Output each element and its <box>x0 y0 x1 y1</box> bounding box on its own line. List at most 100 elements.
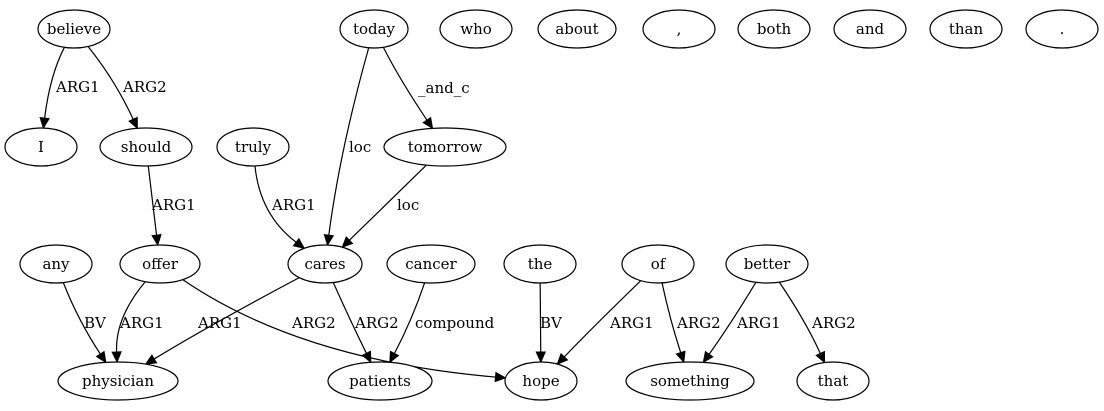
node-ellipse <box>339 9 409 49</box>
arrowhead <box>111 351 122 364</box>
node-physician: physician <box>57 361 179 401</box>
edge-label: ARG1 <box>609 314 654 332</box>
node-should: should <box>99 127 193 167</box>
node-ellipse <box>4 127 78 167</box>
node-ellipse <box>37 9 111 49</box>
arrowhead <box>128 116 138 130</box>
edge-label: _and_c <box>418 79 470 97</box>
node-ellipse <box>833 9 907 49</box>
edge-truly-cares: ARG1 <box>254 165 316 250</box>
node-label: than <box>949 20 984 38</box>
edge-of-something: ARG2 <box>661 282 721 364</box>
arrowhead <box>556 352 569 365</box>
arrowhead <box>702 350 714 364</box>
arrowhead <box>39 116 50 130</box>
edge-label: ARG1 <box>55 78 100 96</box>
node-label: , <box>677 20 682 38</box>
edge-cares-patients: ARG2 <box>332 282 399 364</box>
edge-label: ARG2 <box>291 314 336 332</box>
node-label: I <box>38 138 44 156</box>
edge-believe-I: ARG1 <box>39 47 100 130</box>
node-than: than <box>929 9 1003 49</box>
node-label: both <box>757 20 792 38</box>
node-ellipse <box>503 244 577 284</box>
node-label: cares <box>304 255 345 273</box>
node-label: should <box>121 138 172 156</box>
node-hope: hope <box>504 361 578 401</box>
edge-label: ARG2 <box>811 314 856 332</box>
node-better: better <box>725 244 809 284</box>
edge-label: loc <box>397 196 419 214</box>
node-label: believe <box>47 20 101 38</box>
edge-line <box>87 46 134 120</box>
arrowhead <box>95 350 107 364</box>
edge-the-hope: BV <box>535 282 563 364</box>
edge-label: ARG2 <box>354 314 399 332</box>
node-ellipse <box>386 244 476 284</box>
node-label: the <box>528 255 553 273</box>
node-period: . <box>1025 9 1099 49</box>
node-both: both <box>737 9 811 49</box>
edge-label: ARG1 <box>197 314 242 332</box>
edge-line <box>116 281 146 353</box>
node-label: offer <box>142 255 179 273</box>
node-tomorrow: tomorrow <box>383 127 507 167</box>
node-label: patients <box>349 372 411 390</box>
node-label: . <box>1060 20 1065 38</box>
arrowhead <box>815 350 826 364</box>
edge-line <box>147 165 158 236</box>
node-ellipse <box>625 361 755 401</box>
node-ellipse <box>19 244 93 284</box>
arrowhead <box>535 351 547 364</box>
node-today: today <box>339 9 409 49</box>
edge-line <box>153 277 300 360</box>
node-label: who <box>460 20 492 38</box>
arrowhead <box>494 371 507 383</box>
arrowhead <box>389 350 400 364</box>
edge-believe-should: ARG2 <box>87 46 167 130</box>
node-ellipse <box>737 9 811 49</box>
node-label: better <box>744 255 791 273</box>
edge-offer-physician: ARG1 <box>111 281 164 364</box>
arrowhead <box>292 237 306 250</box>
node-label: hope <box>522 372 559 390</box>
arrowhead <box>144 354 158 365</box>
edge-should-offer: ARG1 <box>147 165 196 247</box>
node-of: of <box>621 244 695 284</box>
node-ellipse <box>327 361 433 401</box>
node-comma: , <box>642 9 716 49</box>
node-any: any <box>19 244 93 284</box>
edge-label: ARG1 <box>151 196 196 214</box>
edge-label: compound <box>415 314 495 332</box>
edge-of-hope: ARG1 <box>556 280 654 365</box>
node-ellipse <box>439 9 513 49</box>
edge-line <box>348 164 427 241</box>
edge-line <box>539 282 542 353</box>
edge-label: loc <box>349 138 371 156</box>
edge-tomorrow-cares: loc <box>341 164 427 249</box>
arrowhead <box>341 236 354 249</box>
node-I: I <box>4 127 78 167</box>
node-label: of <box>651 255 667 273</box>
node-that: that <box>796 361 870 401</box>
arrowhead <box>151 233 162 247</box>
edge-label: ARG1 <box>271 196 316 214</box>
edge-cares-physician: ARG1 <box>144 277 300 365</box>
edge-line <box>708 281 757 355</box>
edge-better-something: ARG1 <box>702 281 781 364</box>
node-ellipse <box>725 244 809 284</box>
node-ellipse <box>642 9 716 49</box>
node-ellipse <box>119 244 201 284</box>
node-truly: truly <box>216 127 290 167</box>
edge-cancer-patients: compound <box>389 282 495 364</box>
node-cancer: cancer <box>386 244 476 284</box>
node-ellipse <box>99 127 193 167</box>
node-label: physician <box>82 372 154 390</box>
edge-line <box>254 165 297 243</box>
node-label: about <box>555 20 598 38</box>
edge-today-cares: loc <box>323 47 371 247</box>
node-label: today <box>353 20 396 38</box>
edge-line <box>62 282 101 355</box>
